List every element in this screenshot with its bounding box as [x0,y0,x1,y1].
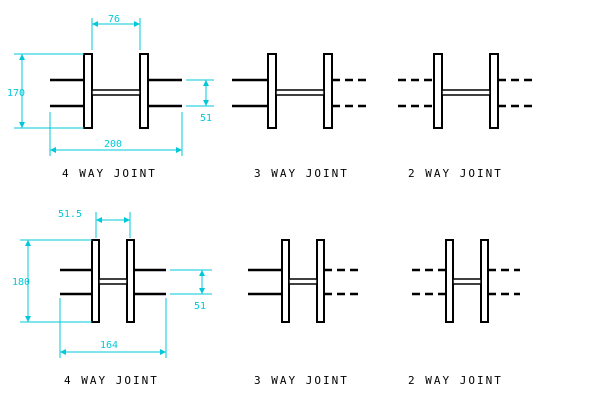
dimension-width-bottom: 51.5 [58,209,131,238]
dimension-height-top: 170 [7,53,84,129]
label-2way-top: 2 WAY JOINT [408,167,503,180]
label-4way-bottom: 4 WAY JOINT [64,374,159,387]
dim-label-gap-bottom: 51 [194,301,206,312]
joint-4way-bottom [60,239,166,323]
dimension-width-top: 76 [91,14,141,50]
label-4way-top: 4 WAY JOINT [62,167,157,180]
dimension-height-bottom: 180 [12,239,92,323]
dim-label-height-bottom: 180 [12,277,30,288]
dim-label-width-top: 76 [108,14,120,25]
dimension-gap-bottom: 51 [170,269,212,312]
label-3way-bottom: 3 WAY JOINT [254,374,349,387]
dim-label-overall-top: 200 [104,139,122,150]
dim-label-width-bottom: 51.5 [58,209,82,220]
dim-label-gap-top: 51 [200,113,212,124]
dim-label-overall-bottom: 164 [100,340,118,351]
label-2way-bottom: 2 WAY JOINT [408,374,503,387]
joint-3way-bottom [248,239,358,323]
joint-4way-top [50,53,182,129]
dimension-gap-top: 51 [186,79,214,124]
dimension-overall-bottom: 164 [59,298,167,358]
joint-2way-top [398,53,534,129]
label-3way-top: 3 WAY JOINT [254,167,349,180]
dim-label-height-top: 170 [7,88,25,99]
dimension-overall-top: 200 [49,112,183,156]
joint-2way-bottom [412,239,520,323]
joint-3way-top [232,53,368,129]
